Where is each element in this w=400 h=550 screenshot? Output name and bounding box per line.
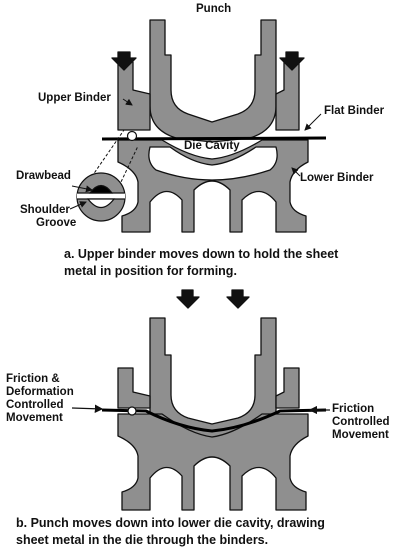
- caption-b: b. Punch moves down into lower die cavit…: [16, 516, 325, 547]
- arrow-down-left-b: [176, 289, 200, 309]
- upper-binder-left-a: [117, 61, 151, 131]
- label-lower-binder: Lower Binder: [300, 172, 374, 184]
- panel-a: [85, 19, 327, 233]
- die-cavity-a: [148, 146, 278, 181]
- label-groove: Groove: [36, 217, 77, 229]
- arrow-down-right-b: [226, 289, 250, 309]
- drawbead-b: [127, 406, 137, 416]
- sheet-metal-a: [101, 136, 327, 141]
- label-punch: Punch: [196, 3, 232, 15]
- upper-binder-left-b: [117, 367, 151, 409]
- drawbead-zoom: [69, 172, 126, 222]
- panel-b: [71, 289, 330, 511]
- drawbead-a: [126, 130, 138, 142]
- label-friction-controlled: Friction Controlled Movement: [332, 403, 390, 441]
- label-shoulder: Shoulder: [20, 204, 70, 216]
- arrow-down-right-a: [279, 51, 305, 71]
- label-upper-binder: Upper Binder: [38, 92, 111, 104]
- label-friction-deformation: Friction & Deformation Controlled Moveme…: [6, 373, 74, 424]
- punch-a: [149, 19, 277, 143]
- upper-binder-right-a: [275, 61, 300, 131]
- upper-binder-right-b: [275, 367, 300, 409]
- arrow-down-left-a: [111, 51, 137, 71]
- lower-die-a: [117, 139, 309, 233]
- label-flat-binder: Flat Binder: [324, 105, 385, 117]
- label-die-cavity: Die Cavity: [184, 140, 240, 152]
- label-drawbead: Drawbead: [16, 170, 71, 182]
- sheet-metal-b: [101, 408, 327, 433]
- caption-a: a. Upper binder moves down to hold the s…: [64, 247, 339, 278]
